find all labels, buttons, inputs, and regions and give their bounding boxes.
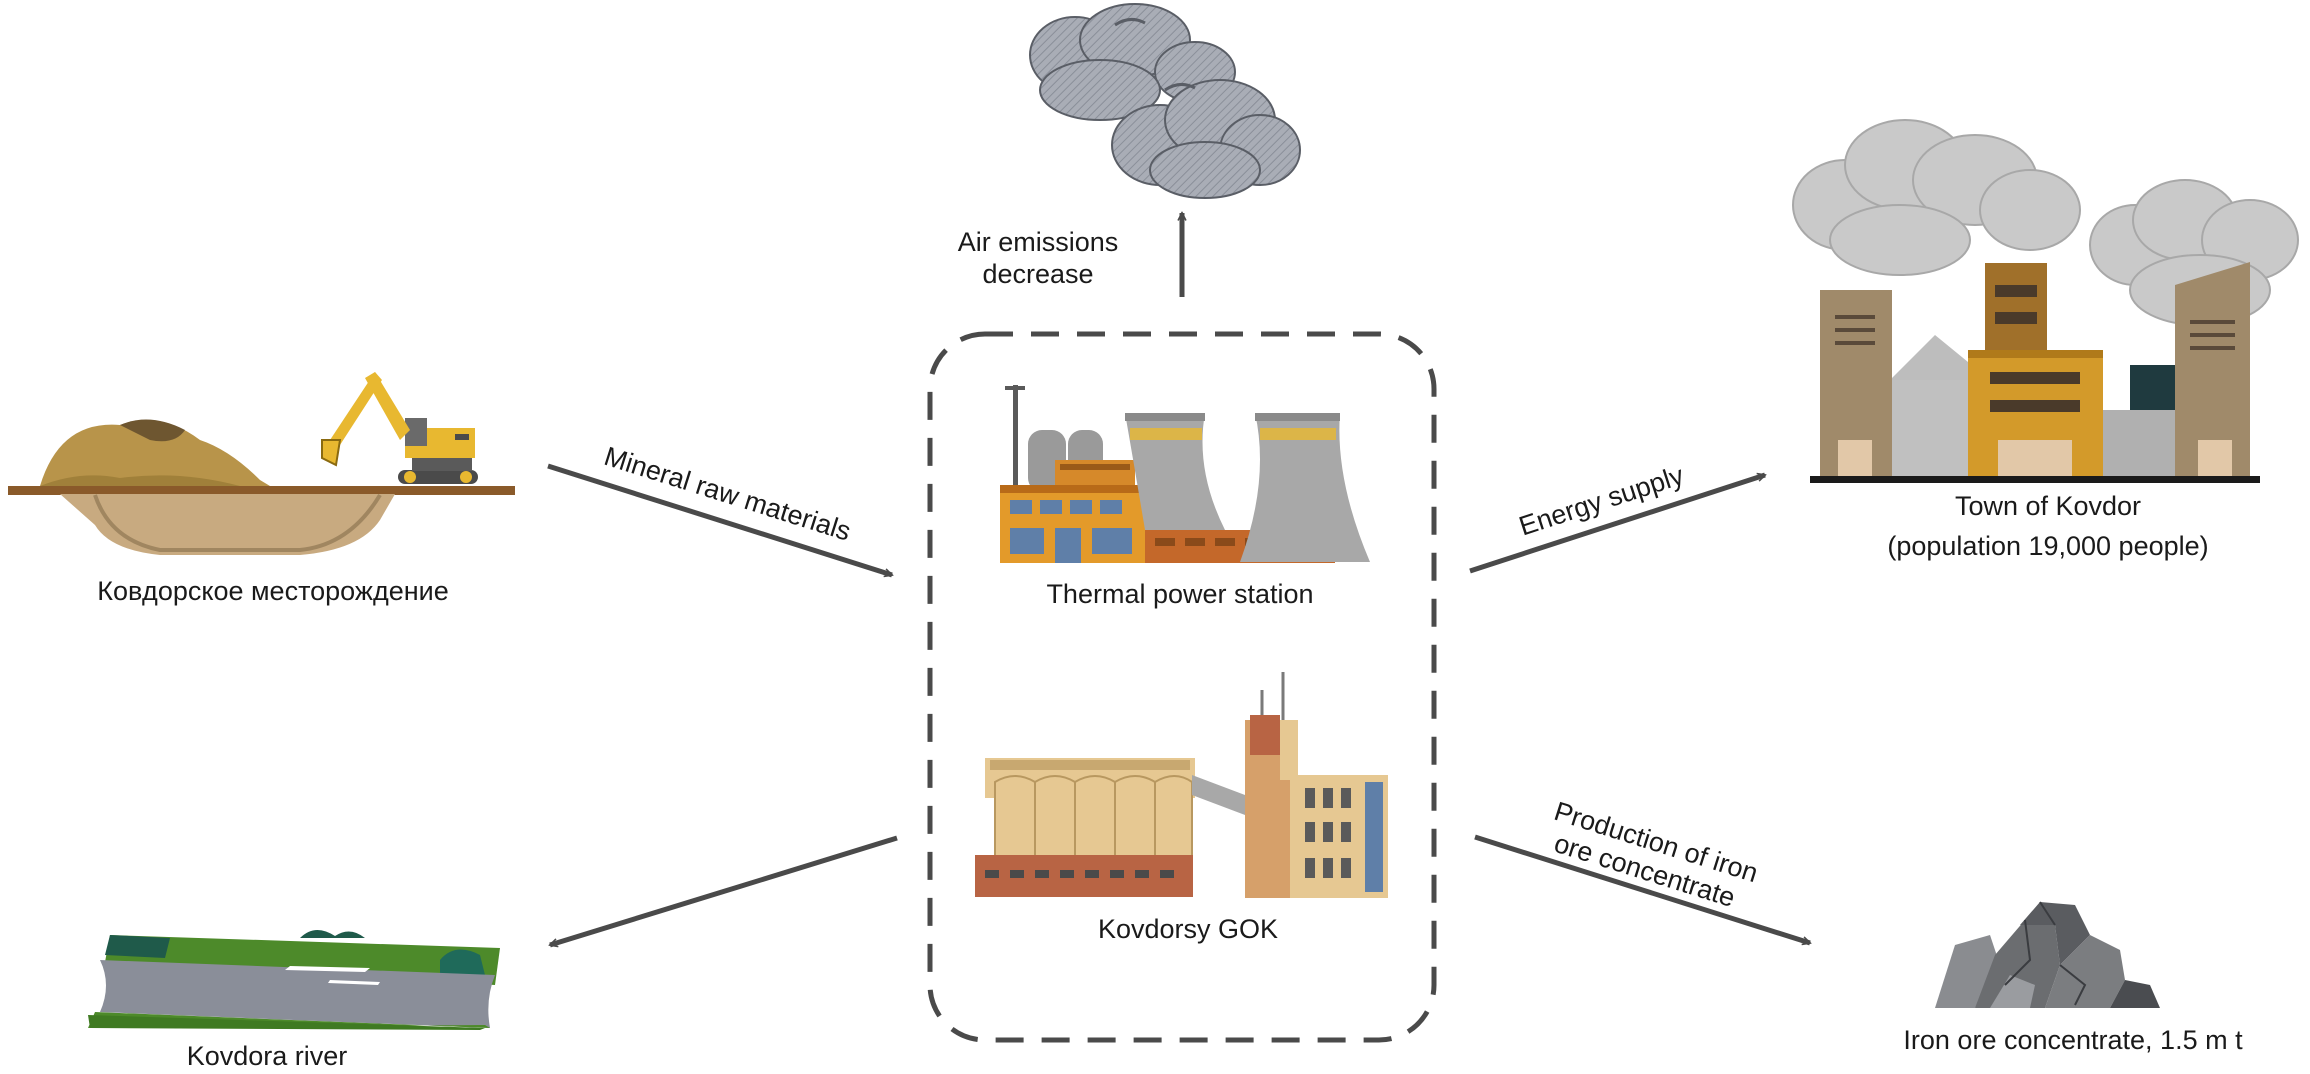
- label-concentrate: Iron ore concentrate, 1.5 m t: [1903, 1025, 2243, 1055]
- open-pit-mine-icon: [8, 419, 515, 555]
- label-town-line1: Town of Kovdor: [1954, 491, 2142, 521]
- central-dashed-boundary: [927, 331, 1437, 1043]
- label-gok: Kovdorsy GOK: [1097, 914, 1279, 944]
- emission-cloud-icon: [1029, 3, 1301, 199]
- label-deposit: Ковдорское месторождение: [97, 576, 449, 606]
- excavator-icon: [321, 372, 478, 484]
- label-town-line2: (population 19,000 people): [1887, 531, 2209, 561]
- label-air-emissions-line2: decrease: [982, 259, 1094, 289]
- cooling-tower-icon: [1125, 413, 1370, 562]
- arrow-production: [1474, 834, 1810, 946]
- arrow-to-river: [550, 835, 898, 948]
- label-air-emissions-line1: Air emissions: [957, 227, 1119, 257]
- factory-gok-icon: [975, 672, 1388, 898]
- label-thermal-power-station: Thermal power station: [1046, 579, 1314, 609]
- iron-ore-icon: [1935, 901, 2160, 1008]
- arrow-mineral-raw-materials: [547, 463, 892, 578]
- town-icon: [1792, 119, 2299, 483]
- river-icon: [88, 929, 500, 1030]
- label-river: Kovdora river: [186, 1041, 348, 1071]
- arrow-energy-supply: [1469, 472, 1765, 574]
